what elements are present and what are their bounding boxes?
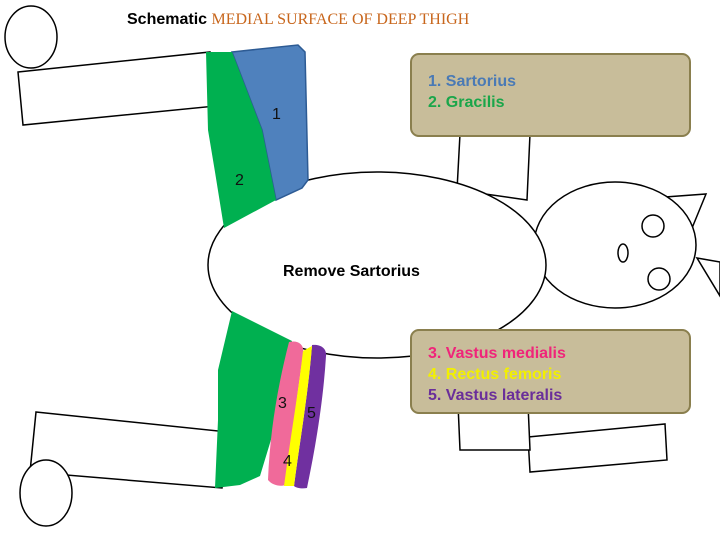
vastus-medialis-muscle <box>268 341 304 486</box>
right-lower-leg-bar <box>527 423 668 473</box>
head-ear-bottom <box>695 256 720 298</box>
muscle-number-2: 2 <box>235 172 244 189</box>
legend-item-sartorius: 1. Sartorius <box>428 73 517 90</box>
lower-shin-shape <box>29 411 229 489</box>
center-label: Remove Sartorius <box>283 263 420 280</box>
legend-item-vastus-medialis: 3. Vastus medialis <box>428 345 566 362</box>
head-eye-top <box>641 214 665 238</box>
muscle-number-5: 5 <box>307 405 316 422</box>
title-main: MEDIAL SURFACE OF DEEP THIGH <box>211 11 470 28</box>
head-nose <box>617 243 629 263</box>
muscle-number-1: 1 <box>272 106 281 123</box>
muscle-number-4: 4 <box>283 453 292 470</box>
gracilis-muscle-lower <box>215 311 292 488</box>
vastus-lateralis-muscle <box>294 344 327 489</box>
legend-item-rectus-femoris: 4. Rectus femoris <box>428 366 562 383</box>
central-oval <box>207 171 547 359</box>
rectus-femoris-muscle <box>284 346 312 486</box>
upper-foot-shape <box>4 5 58 69</box>
legend-top: 1. Sartorius 2. Gracilis <box>410 53 691 137</box>
diagram-title: Schematic MEDIAL SURFACE OF DEEP THIGH <box>127 11 469 29</box>
upper-shin-shape <box>17 51 217 126</box>
muscle-number-3: 3 <box>278 395 287 412</box>
lower-foot-shape <box>19 459 73 527</box>
title-prefix: Schematic <box>127 11 208 28</box>
legend-item-gracilis: 2. Gracilis <box>428 94 505 111</box>
legend-bottom: 3. Vastus medialis 4. Rectus femoris 5. … <box>410 329 691 414</box>
head-eye-bottom <box>647 267 671 291</box>
legend-item-vastus-lateralis: 5. Vastus lateralis <box>428 387 563 404</box>
head-shape <box>533 181 697 309</box>
sartorius-muscle <box>230 44 309 202</box>
gracilis-muscle-upper <box>206 52 276 228</box>
